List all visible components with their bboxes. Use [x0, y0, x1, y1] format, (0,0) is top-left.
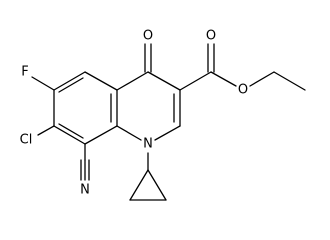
bond-c2-n1 — [154, 125, 181, 141]
atom-ketone-o: O — [143, 29, 153, 44]
bond-c6-f — [31, 76, 55, 91]
bond-c7-c8-inner — [58, 123, 84, 139]
atom-nitrile-n: N — [80, 183, 90, 198]
atom-fluorine: F — [21, 65, 28, 80]
bond-ch2-ch3 — [273, 71, 306, 91]
bond-c4a-c4 — [116, 71, 149, 91]
bond-c5-c6 — [53, 71, 86, 91]
atom-ester-o-carbonyl: O — [206, 29, 216, 44]
bond-c8-c8a — [84, 125, 118, 145]
bond-c7-cl — [37, 125, 55, 136]
bond-c7-c8 — [53, 125, 86, 145]
bond-cester-o-ether — [210, 71, 237, 87]
atom-ring-n: N — [143, 137, 153, 152]
bond-c5-c6-inner — [58, 77, 84, 93]
atom-chlorine: Cl — [20, 133, 33, 148]
bond-c4-c3 — [147, 71, 181, 91]
bond-n1-c8a — [116, 125, 142, 141]
bond-cp-right — [147, 169, 167, 201]
structure-diagram: O O O F Cl N N — [20, 29, 306, 201]
bond-c3-cester — [179, 71, 212, 91]
bond-cp-left — [129, 169, 149, 201]
atom-ester-o-ether: O — [238, 83, 248, 98]
bond-o-ch2 — [249, 71, 275, 87]
bond-c4a-c5 — [84, 71, 118, 91]
atom-labels: O O O F Cl N N — [20, 29, 248, 198]
bonds — [31, 43, 306, 201]
